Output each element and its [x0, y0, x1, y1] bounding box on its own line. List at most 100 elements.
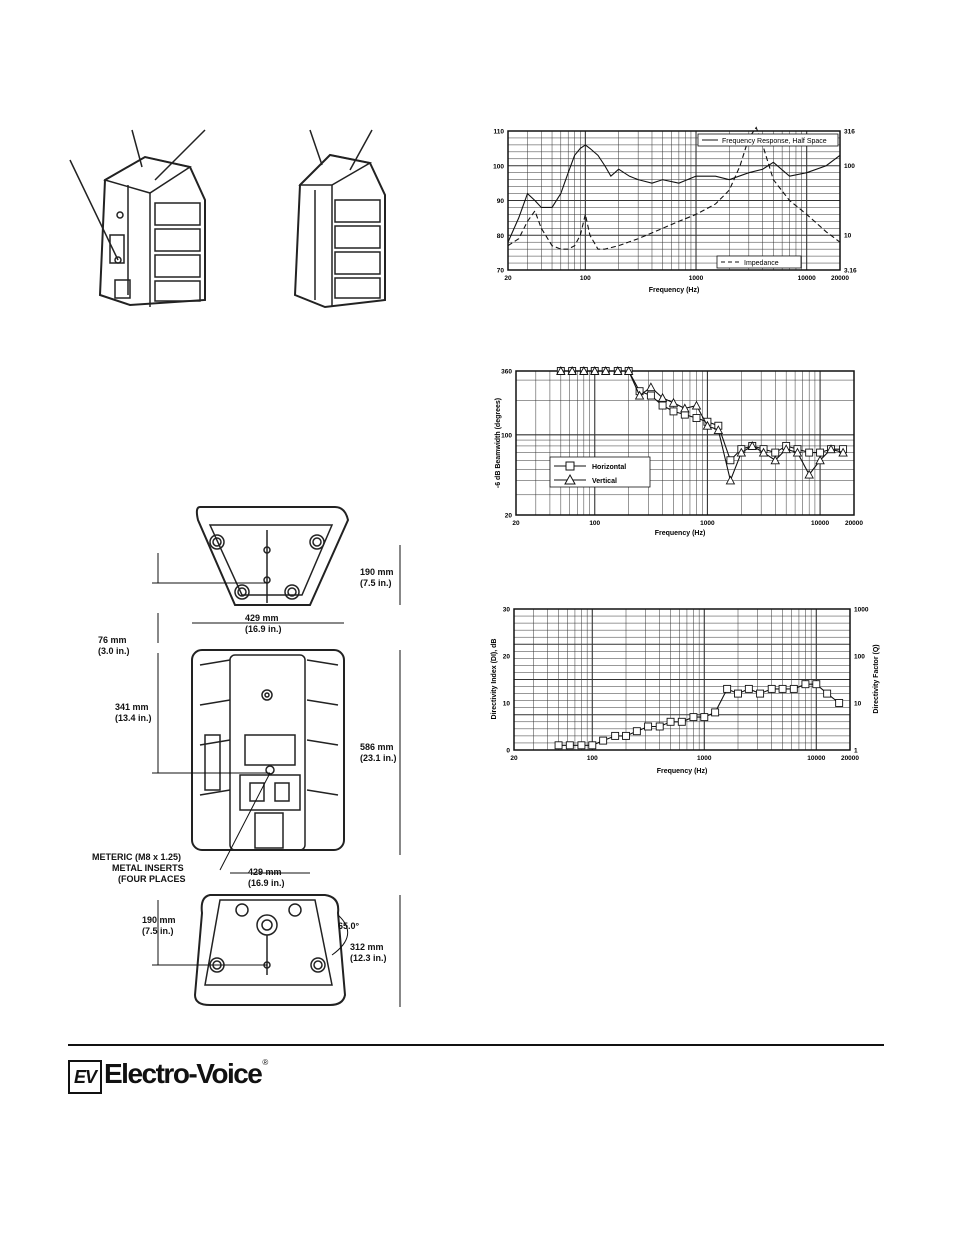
square-marker: [554, 741, 563, 750]
square-marker: [835, 699, 844, 707]
triangle-marker: [556, 366, 566, 375]
square-marker: [677, 717, 686, 726]
square-marker: [756, 689, 765, 698]
dim-190-bottom-in: (7.5 in.): [142, 926, 174, 936]
square-marker: [632, 727, 641, 736]
y-tick-label: 90: [497, 198, 505, 205]
square-marker: [655, 722, 664, 731]
y2-tick-label: 3.16: [844, 268, 857, 275]
series-line-0: [507, 144, 841, 243]
x-tick-label: 20000: [831, 275, 849, 282]
x-tick-label: 1000: [689, 275, 704, 282]
dim-190-top: 190 mm: [360, 567, 394, 577]
triangle-marker: [838, 447, 848, 457]
plot-frame: [515, 370, 855, 516]
x-axis-label: Frequency (Hz): [657, 768, 708, 775]
triangle-marker: [747, 440, 758, 450]
y2-tick-label: 1000: [854, 607, 869, 614]
triangle-marker: [826, 444, 836, 454]
y2-axis-label: Directivity Factor (Q): [873, 644, 880, 713]
square-marker: [611, 731, 620, 740]
x-tick-label: 20000: [841, 755, 859, 762]
y-tick-label: 80: [497, 233, 505, 240]
square-marker: [646, 391, 655, 400]
dim-76: 76 mm: [98, 635, 127, 645]
y2-tick-label: 316: [844, 129, 855, 136]
x-tick-label: 1000: [700, 520, 715, 527]
ev-logo-mark: EV: [68, 1060, 102, 1094]
dimension-drawing: 190 mm (7.5 in.) 429 mm (16.9 in.) 76 mm…: [92, 506, 401, 1007]
x-tick-label: 20: [512, 520, 520, 527]
x-tick-label: 10000: [798, 275, 816, 282]
chart-grid: [515, 371, 855, 516]
square-marker: [767, 684, 776, 693]
y-axis-label: Directivity Index (DI), dB: [491, 639, 498, 720]
triangle-marker: [781, 444, 791, 454]
y-tick-label: 0: [506, 748, 510, 755]
square-marker: [711, 708, 720, 717]
y-tick-label: 30: [503, 607, 511, 614]
y2-tick-label: 100: [854, 654, 865, 661]
square-marker: [744, 684, 753, 693]
y-tick-label: 70: [497, 268, 505, 275]
x-tick-label: 20: [504, 275, 512, 282]
square-marker: [658, 401, 667, 410]
square-marker: [588, 741, 597, 750]
legend-label-horizontal: Horizontal: [592, 464, 626, 471]
dim-586-in: (23.1 in.): [360, 753, 397, 763]
dim-429-top-in: (16.9 in.): [245, 624, 282, 634]
y-tick-label: 100: [493, 163, 504, 170]
x-tick-label: 100: [589, 520, 600, 527]
x-tick-label: 100: [587, 755, 598, 762]
legend-square-marker: [565, 461, 575, 471]
x-tick-label: 100: [580, 275, 591, 282]
triangle-marker: [691, 400, 702, 410]
triangle-marker: [600, 366, 611, 375]
inserts-line-3: (FOUR PLACES: [118, 874, 186, 884]
square-marker: [622, 731, 630, 740]
chart-series: [507, 126, 841, 250]
square-marker: [726, 456, 735, 465]
chart-series: [554, 680, 844, 750]
brand-wordmark: Electro-Voice®: [104, 1058, 268, 1090]
dim-429-bottom-in: (16.9 in.): [248, 878, 285, 888]
triangle-marker: [713, 425, 724, 435]
dim-429-bottom: 429 mm: [248, 867, 282, 877]
dim-586: 586 mm: [360, 742, 394, 752]
square-marker: [789, 684, 798, 693]
footer-rule: [68, 1044, 884, 1046]
triangle-marker: [646, 382, 656, 392]
y2-tick-label: 10: [844, 233, 852, 240]
triangle-marker: [758, 447, 769, 457]
triangle-marker: [612, 366, 623, 375]
legend-triangle-marker: [564, 473, 576, 485]
dim-429-top: 429 mm: [245, 613, 279, 623]
y2-tick-label: 1: [854, 748, 858, 755]
square-marker: [689, 713, 698, 722]
y-tick-label: 10: [503, 701, 511, 708]
chart-series: [556, 366, 848, 485]
triangle-marker: [680, 403, 690, 413]
y-tick-label: 360: [501, 369, 512, 376]
speaker-perspective-views: [69, 129, 386, 309]
inserts-line-2: METAL INSERTS: [112, 863, 184, 873]
square-marker: [644, 722, 653, 731]
square-marker: [700, 713, 709, 722]
x-axis-label: Frequency (Hz): [655, 530, 706, 537]
triangle-marker: [770, 455, 780, 465]
triangle-marker: [815, 455, 825, 465]
series-line-1: [507, 126, 841, 250]
dim-190-top-in: (7.5 in.): [360, 578, 392, 588]
square-marker: [734, 689, 742, 698]
dim-angle: 65.0°: [338, 921, 360, 931]
chart-grid: [513, 608, 851, 751]
square-marker: [778, 684, 787, 693]
dim-341: 341 mm: [115, 702, 149, 712]
triangle-marker: [668, 397, 679, 407]
inserts-line-1: METERIC (M8 x 1.25): [92, 852, 181, 862]
square-marker: [816, 448, 825, 457]
